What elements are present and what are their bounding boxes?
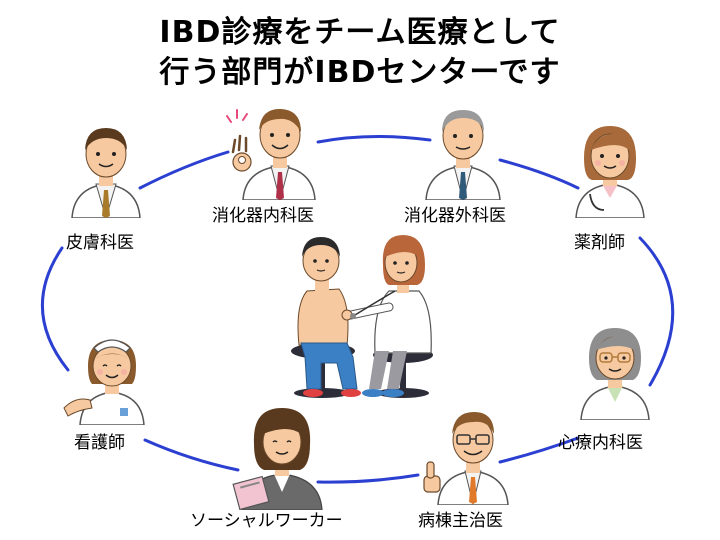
ring-segment-social-to-nurse (143, 438, 240, 472)
label-gastro-surgeon: 消化器外科医 (404, 206, 506, 226)
label-nurse: 看護師 (74, 433, 125, 453)
ring-segment-gi-to-surg (316, 134, 432, 144)
pharmacist-icon (575, 126, 645, 218)
ring-segment-derm-to-gi (138, 150, 230, 190)
social-worker-icon (232, 408, 323, 510)
gastro-surgeon-icon (425, 110, 501, 200)
dermatologist-icon (71, 128, 141, 218)
gastro-internal-doctor-icon (226, 108, 316, 200)
nurse-icon (63, 339, 145, 425)
examination-scene-icon (291, 235, 433, 398)
label-gastro-internal: 消化器内科医 (212, 206, 314, 226)
label-social-worker: ソーシャルワーカー (190, 511, 343, 531)
title-line-1: IBD診療をチーム医療として (159, 15, 561, 50)
label-dermatologist: 皮膚科医 (66, 233, 134, 253)
label-pharmacist: 薬剤師 (574, 233, 625, 253)
ward-physician-icon (423, 412, 509, 505)
ring-segment-psych-to-ward (498, 436, 580, 464)
psychosomatic-doctor-icon (580, 328, 650, 420)
ring-segment-pharm-to-psych (638, 236, 675, 387)
label-psychosomatic: 心療内科医 (558, 433, 643, 453)
title-line-2: 行う部門がIBDセンターです (159, 55, 561, 90)
ring-segment-ward-to-social (316, 473, 420, 484)
label-ward-physician: 病棟主治医 (418, 511, 503, 531)
ring-segment-surg-to-pharm (498, 158, 580, 190)
ring-segment-nurse-to-derm (41, 246, 70, 372)
